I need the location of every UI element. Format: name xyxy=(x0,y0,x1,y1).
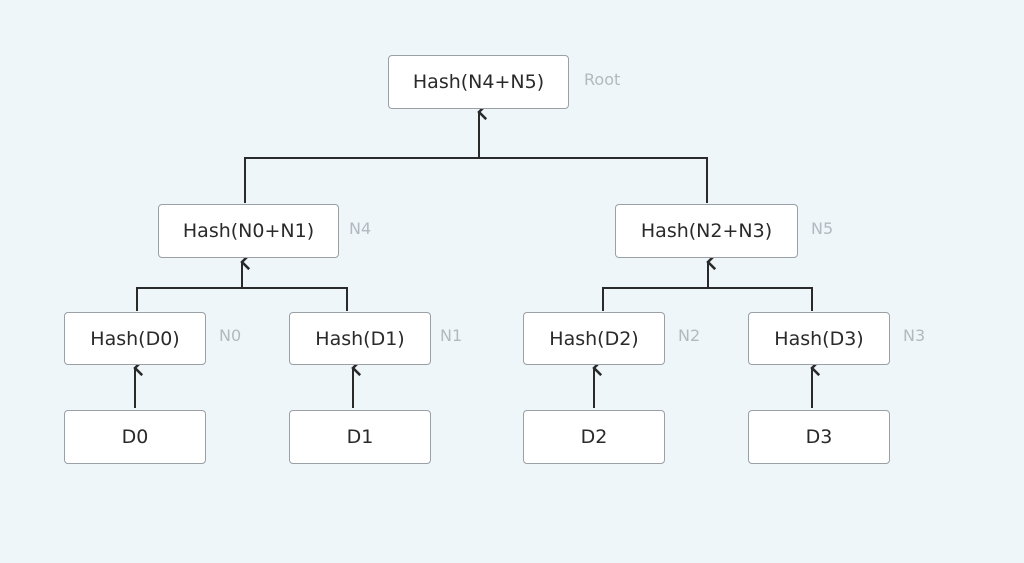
connector-n2-n3-to-n5 xyxy=(602,287,813,311)
node-n4: Hash(N0+N1) xyxy=(158,204,339,258)
node-n3: Hash(D3) xyxy=(748,312,890,365)
node-n5: Hash(N2+N3) xyxy=(615,204,798,258)
root-label: Root xyxy=(584,70,621,89)
node-n1-label: N1 xyxy=(440,326,463,345)
node-n0-label: N0 xyxy=(219,326,242,345)
connector-n4-n5-to-root xyxy=(244,157,708,203)
node-n0: Hash(D0) xyxy=(64,312,206,365)
node-n4-label: N4 xyxy=(349,219,372,238)
node-n5-label: N5 xyxy=(811,219,834,238)
root-node: Hash(N4+N5) xyxy=(388,55,569,109)
node-n2-label: N2 xyxy=(678,326,701,345)
node-n3-label: N3 xyxy=(903,326,926,345)
connector-n0-n1-to-n4 xyxy=(136,287,348,311)
data-block-d3: D3 xyxy=(748,410,890,464)
data-block-d0: D0 xyxy=(64,410,206,464)
data-block-d1: D1 xyxy=(289,410,431,464)
node-n2: Hash(D2) xyxy=(523,312,665,365)
data-block-d2: D2 xyxy=(523,410,665,464)
node-n1: Hash(D1) xyxy=(289,312,431,365)
